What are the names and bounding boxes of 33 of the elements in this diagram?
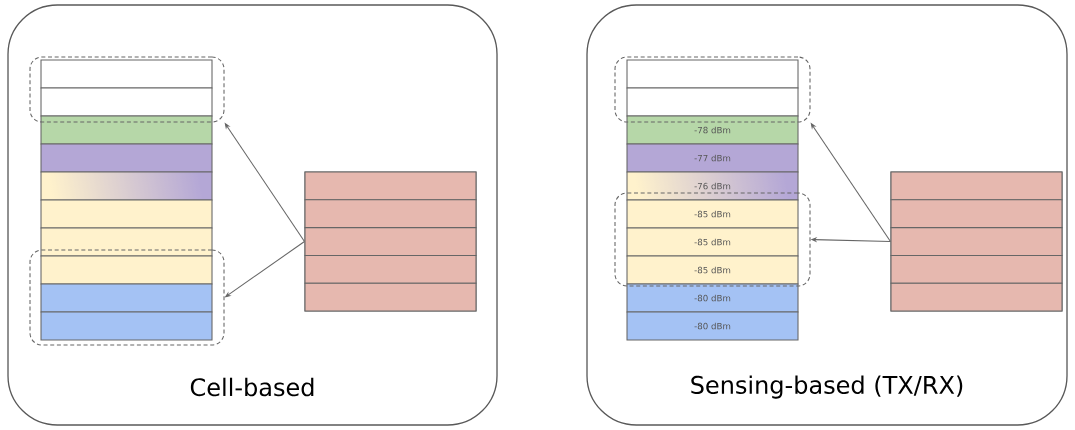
panel: Cell-based (7, 4, 498, 426)
dashed-group (29, 249, 225, 346)
stack-cell (626, 59, 799, 89)
stack-cell (304, 254, 477, 284)
stack-cell (304, 171, 477, 201)
stack-cell (40, 255, 213, 285)
stack-cell (304, 199, 477, 229)
stack-cell (40, 227, 213, 257)
stack-cell (40, 87, 213, 117)
stack-cell: -85 dBm (626, 199, 799, 229)
stack-cell: -77 dBm (626, 143, 799, 173)
stack-cell (40, 283, 213, 313)
stack-cell: -85 dBm (626, 227, 799, 257)
stack-cell (626, 87, 799, 117)
stack-cell (304, 282, 477, 312)
stack-cell (890, 199, 1063, 229)
stack-cell: -80 dBm (626, 283, 799, 313)
stack-cell: -85 dBm (626, 255, 799, 285)
stack-cell (890, 171, 1063, 201)
stack-cell (890, 254, 1063, 284)
stack-cell (304, 227, 477, 256)
stack-cell (40, 199, 213, 229)
dashed-group (29, 56, 225, 123)
stack-cell (40, 59, 213, 89)
stack-cell (40, 311, 213, 341)
stack-cell: -78 dBm (626, 115, 799, 145)
stack-cell: -80 dBm (626, 311, 799, 341)
stack-cell (40, 143, 213, 173)
dashed-group (614, 56, 811, 123)
stack-cell (40, 115, 213, 145)
stack-cell (890, 282, 1063, 312)
stack-cell (890, 227, 1063, 256)
dashed-group (614, 192, 811, 287)
